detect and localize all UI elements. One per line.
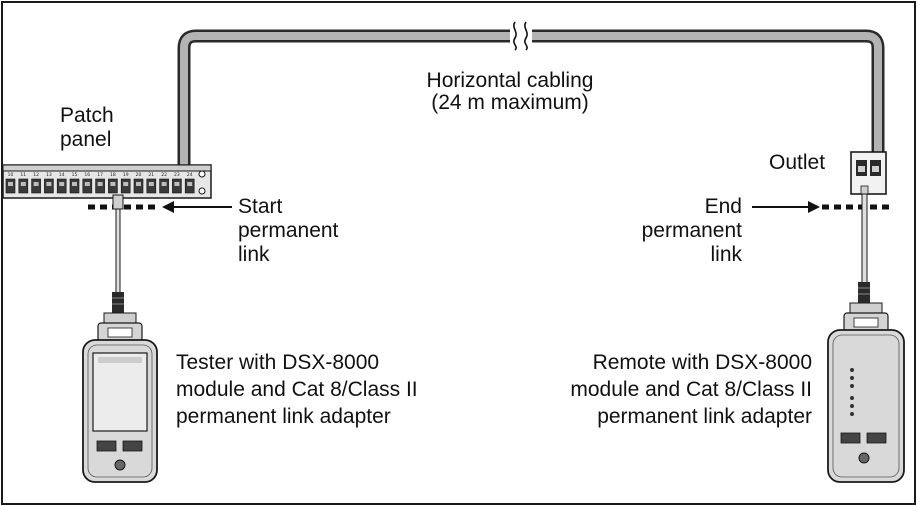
patch-panel-port-number: 22 [161,172,167,178]
tester-label-line1: Tester with DSX-8000 [176,351,380,374]
patch-panel-port-number: 24 [187,172,193,178]
patch-panel-port-contacts [136,182,141,186]
start-label-line1: Start [238,195,283,218]
horizontal-cabling-label: Horizontal cabling [426,69,594,92]
start-marker [88,201,232,213]
start-label-line3: link [238,243,270,266]
patch-panel-port-contacts [161,182,167,186]
patch-panel-port-contacts [33,182,39,186]
patch-panel-label-line1: Patch [60,104,114,127]
patch-panel-port-contacts [148,182,154,186]
patch-panel-port-number: 11 [20,172,26,178]
tester-device [82,312,158,483]
patch-panel-port-contacts [174,182,180,186]
patch-panel-port-contacts [84,182,90,186]
patch-panel-port-number: 10 [8,172,14,178]
remote-label-line2: module and Cat 8/Class II [570,378,812,401]
patch-panel-port-contacts [72,182,77,186]
outlet [850,151,887,195]
patch-panel-port-number: 20 [136,172,142,178]
cable-break-marks [510,21,532,51]
patch-panel-port-contacts [46,182,52,186]
remote-device [827,302,905,483]
patch-panel-port-contacts [97,182,103,186]
end-label-line1: End [704,195,742,218]
tester-cable [112,194,124,314]
max-length-label: (24 m maximum) [431,91,589,114]
end-marker [752,201,892,213]
patch-panel-label-line2: panel [60,128,112,151]
end-label-line3: link [710,243,742,266]
patch-panel-port-contacts [123,182,129,186]
start-label-line2: permanent [238,219,339,242]
patch-panel-port-number: 18 [110,172,116,178]
patch-panel-port-contacts [110,182,116,186]
tester-label-line3: permanent link adapter [176,405,391,428]
patch-panel-port-number: 21 [148,172,154,178]
patch-panel-port-contacts [187,182,193,186]
tester-label-line2: module and Cat 8/Class II [176,378,418,401]
remote-label-line1: Remote with DSX-8000 [592,351,812,374]
remote-label-line3: permanent link adapter [597,405,812,428]
patch-panel-port-number: 12 [33,172,39,178]
patch-panel-port-number: 16 [84,172,90,178]
patch-panel-port-number: 15 [72,172,78,178]
patch-panel-port-number: 13 [46,172,52,178]
remote-cable [858,193,870,304]
patch-panel-port-number: 23 [174,172,180,178]
patch-panel-port-contacts [8,182,13,186]
patch-panel: 10 11 12 13 14 15 16 17 18 19 20 21 22 23 24 [2,164,212,199]
outlet-label: Outlet [769,151,826,174]
patch-panel-port-number: 17 [97,172,103,178]
patch-panel-port-number: 19 [123,172,129,178]
patch-panel-port-contacts [20,182,26,186]
patch-panel-port-number: 14 [59,172,65,178]
patch-panel-port-contacts [59,182,65,186]
end-label-line2: permanent [641,219,742,242]
